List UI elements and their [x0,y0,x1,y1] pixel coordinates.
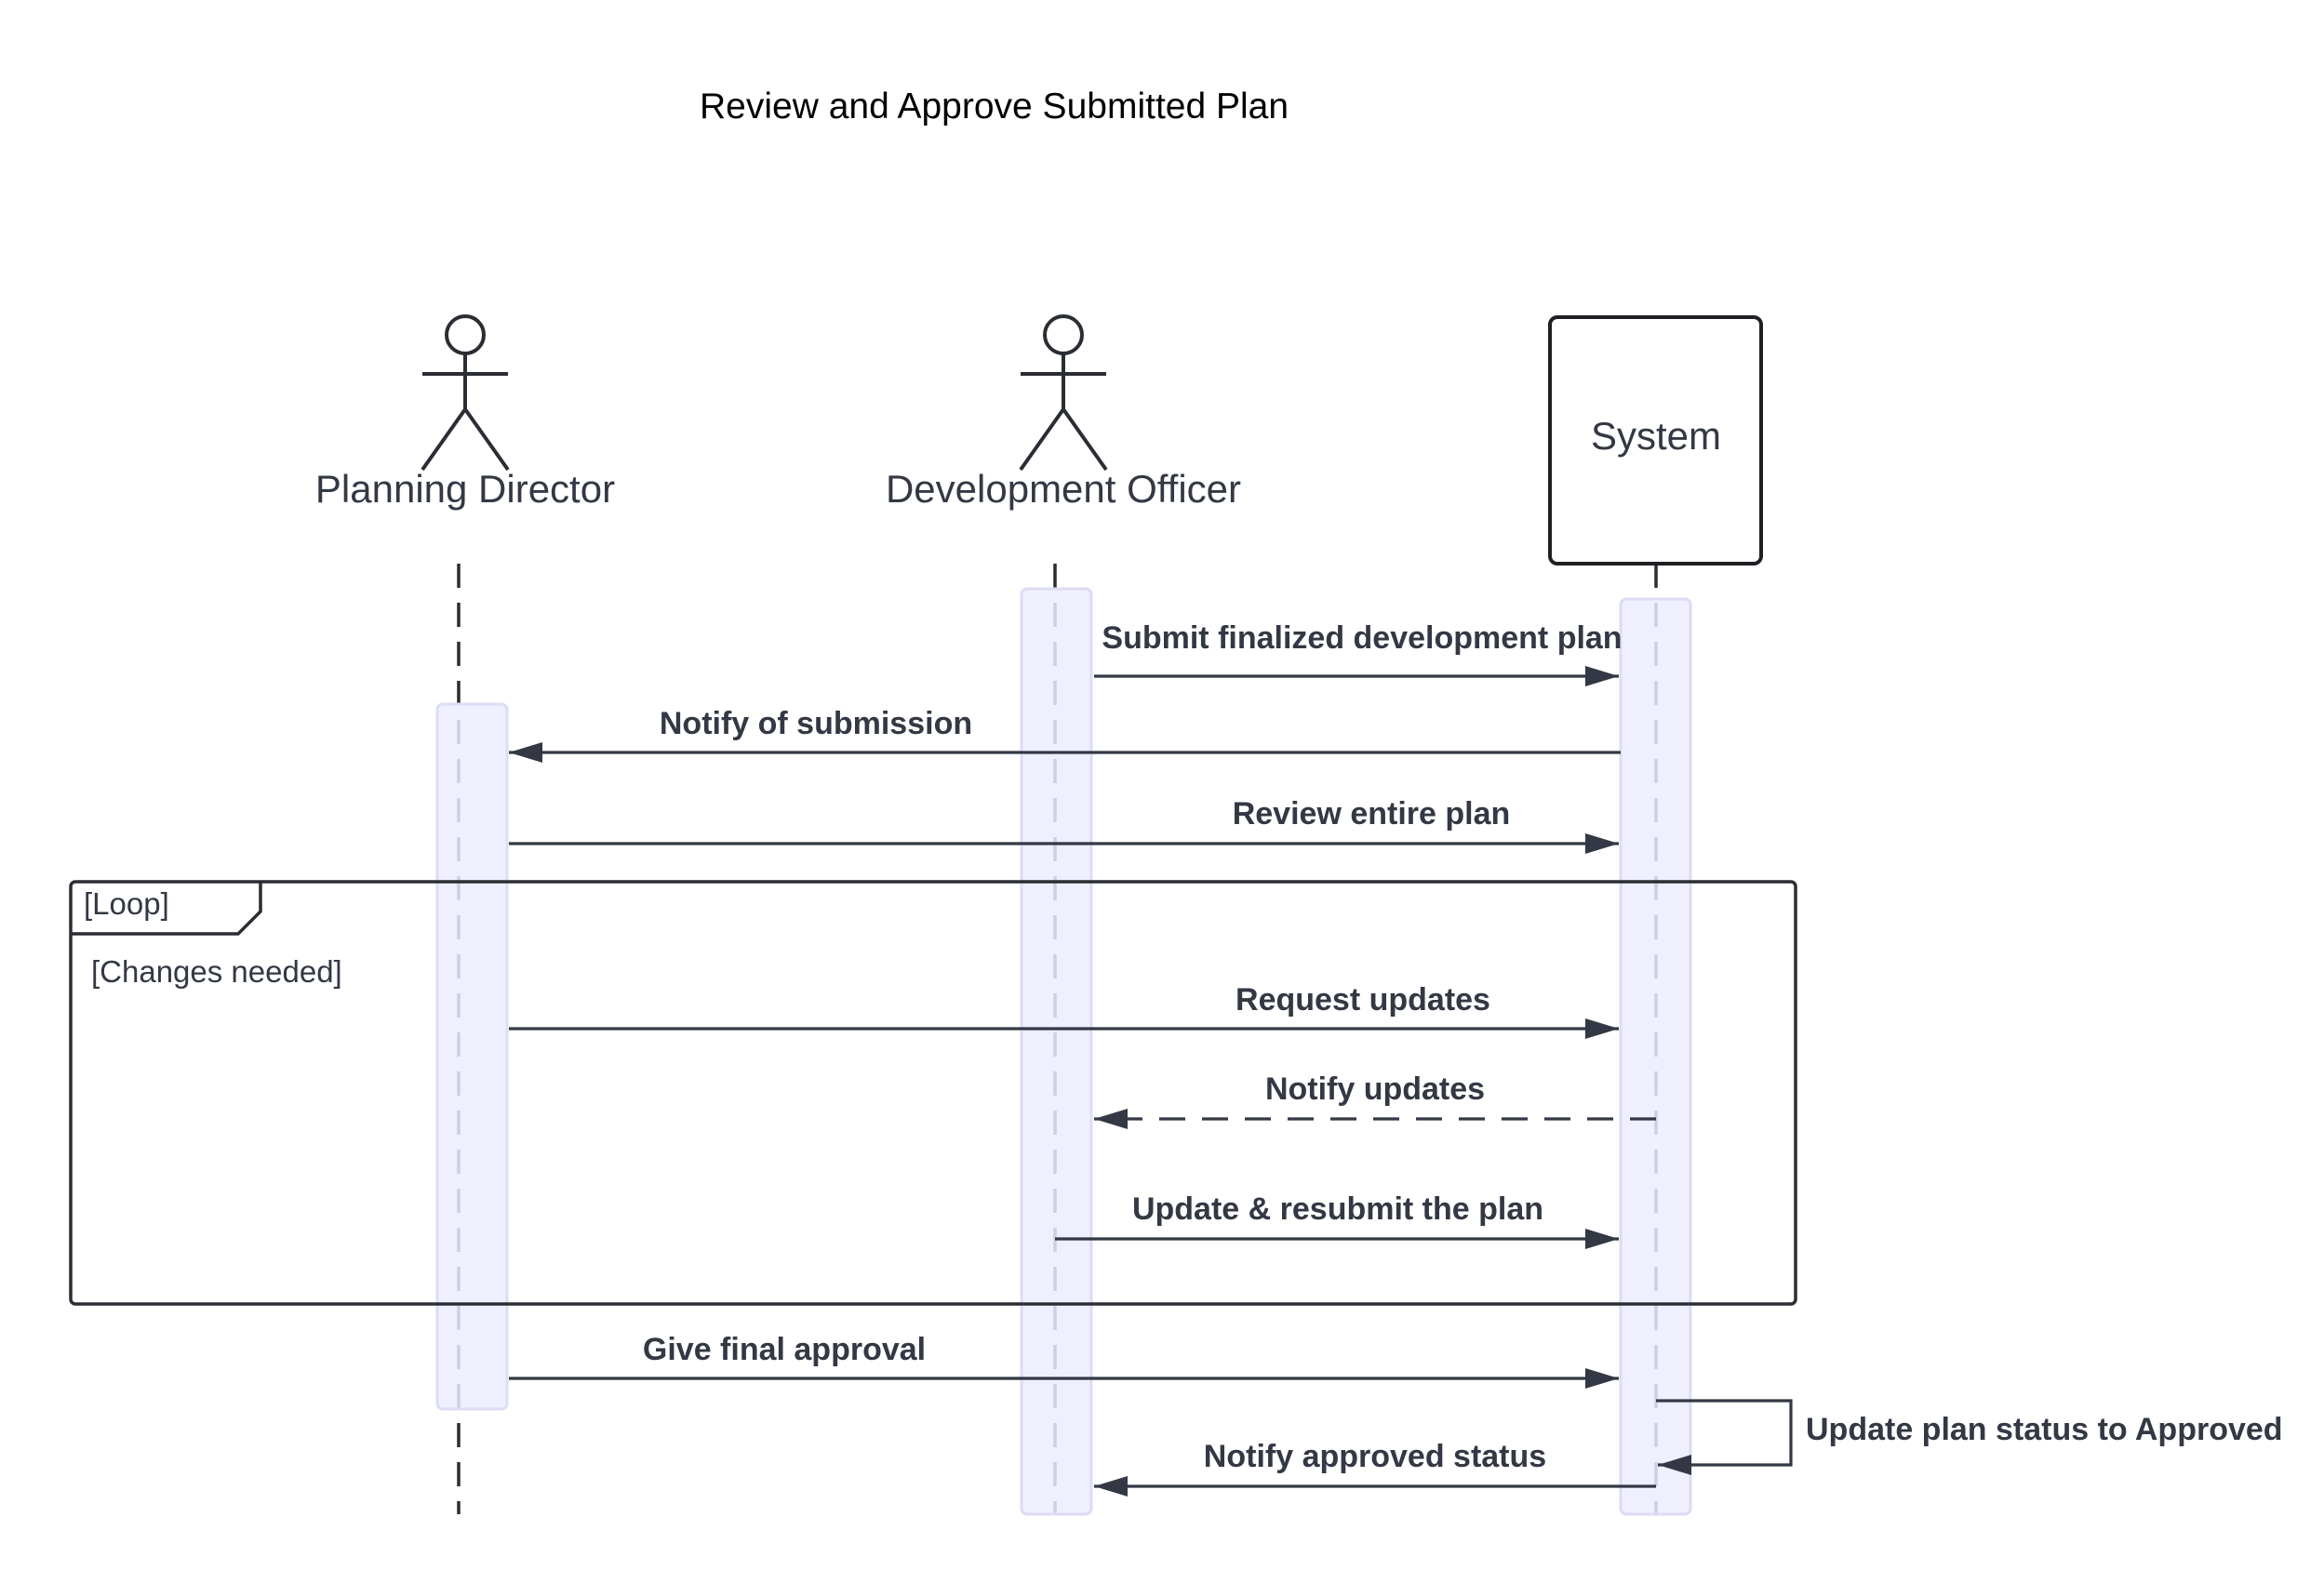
loop-tag-label: [Loop] [84,886,169,921]
loop-frame-border [69,880,1797,1306]
message-label-notify-approved: Notify approved status [1204,1439,1546,1474]
message-label-submit-plan: Submit finalized development plan [1102,620,1622,656]
message-update-resubmit: Update & resubmit the plan [1055,1191,1619,1249]
message-label-final-approval: Give final approval [643,1332,926,1367]
message-notify-submission: Notify of submission [509,706,1621,763]
participant-label-system: System [1591,414,1721,458]
message-label-notify-updates: Notify updates [1265,1071,1485,1107]
stick-figure-icon [1019,314,1108,472]
activation-development-officer [1020,587,1093,1516]
loop-frame-tab [71,882,262,936]
message-label-notify-submission: Notify of submission [660,706,972,741]
actor-development-officer: Development Officer [886,314,1241,511]
loop-condition-label: [Changes needed] [91,954,342,989]
message-label-request-updates: Request updates [1235,982,1490,1018]
message-request-updates: Request updates [509,982,1619,1039]
message-update-status-self: Update plan status to Approved [1656,1399,2283,1475]
message-final-approval: Give final approval [509,1332,1619,1389]
message-review-plan: Review entire plan [509,796,1619,854]
message-notify-updates: Notify updates [1094,1071,1656,1129]
actor-planning-director: Planning Director [315,314,615,511]
participant-system: System [1548,315,1763,565]
message-submit-plan: Submit finalized development plan [1094,620,1623,686]
self-message-arrow [1656,1399,1793,1475]
message-notify-approved: Notify approved status [1094,1439,1656,1497]
loop-frame: [Loop] [Changes needed] [69,880,1797,1306]
diagram-title: Review and Approve Submitted Plan [700,86,1289,126]
actor-label-development-officer: Development Officer [886,467,1241,511]
activation-system [1619,597,1692,1516]
message-label-update-resubmit: Update & resubmit the plan [1132,1191,1543,1227]
stick-figure-icon [421,314,510,472]
system-box [1548,315,1763,565]
message-label-review-plan: Review entire plan [1233,796,1511,832]
actor-label-planning-director: Planning Director [315,467,615,511]
message-label-update-status: Update plan status to Approved [1806,1412,2283,1447]
